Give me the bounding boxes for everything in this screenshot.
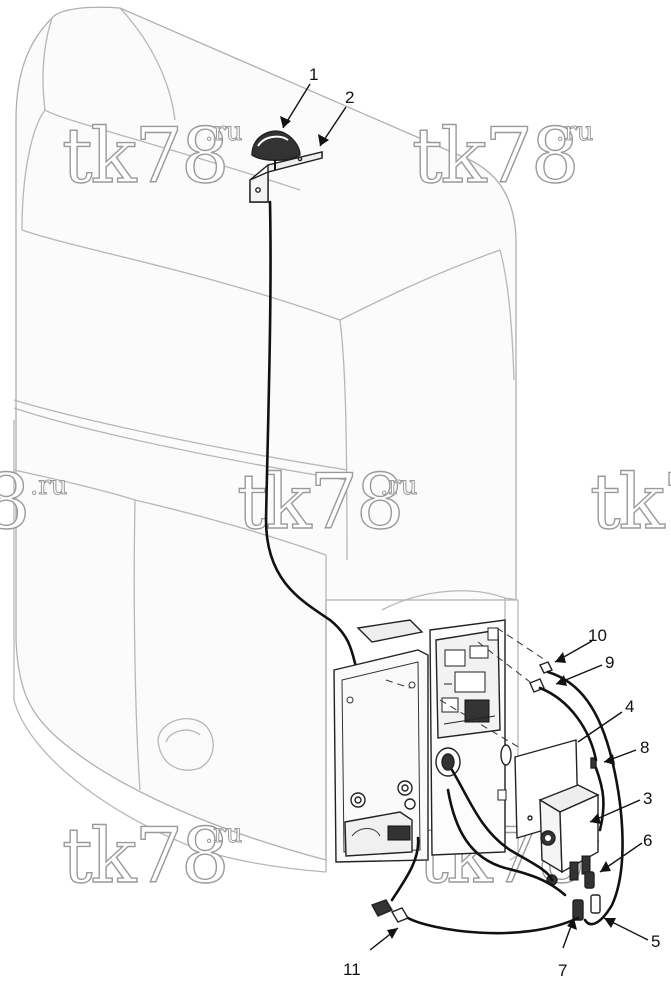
- callout-10: 10: [588, 626, 607, 645]
- watermark-suffix-3: .ru: [30, 471, 67, 501]
- machine-shell: [13, 6, 519, 873]
- antenna-cable: [264, 200, 362, 682]
- watermark-main-2: tk78: [412, 111, 577, 200]
- callout-9: 9: [605, 653, 614, 672]
- callout-7: 7: [558, 961, 567, 980]
- assembly-lines: [385, 627, 546, 749]
- callout-leaders: [280, 83, 649, 951]
- wiring-harness: [390, 670, 624, 935]
- watermark-main-4: tk78: [62, 811, 227, 900]
- callout-1: 1: [309, 65, 318, 84]
- watermark-suffix-5: .ru: [205, 819, 242, 849]
- callout-2: 2: [345, 88, 354, 107]
- watermark-suffix-4: .ru: [380, 471, 417, 501]
- modem-box: [538, 784, 600, 881]
- callout-labels: 1 2 3 4 5 6 7 8 9 10 11: [309, 65, 660, 980]
- callout-11: 11: [343, 960, 361, 979]
- callout-4: 4: [625, 697, 634, 716]
- callout-5: 5: [651, 932, 660, 951]
- watermark-main-3: tk78: [237, 457, 402, 546]
- control-box: [429, 619, 512, 856]
- watermark-main-1: tk78: [62, 111, 227, 200]
- antenna-assembly: [249, 130, 323, 203]
- callout-3: 3: [643, 789, 652, 808]
- watermark-partial-right: tk7: [590, 457, 671, 546]
- watermark-partial-left: 8: [0, 457, 28, 546]
- watermark-suffix-1: .ru: [205, 117, 242, 147]
- callout-8: 8: [640, 738, 649, 757]
- electrical-door: [333, 619, 429, 863]
- watermark-suffix-2: .ru: [556, 117, 593, 147]
- callout-6: 6: [643, 831, 652, 850]
